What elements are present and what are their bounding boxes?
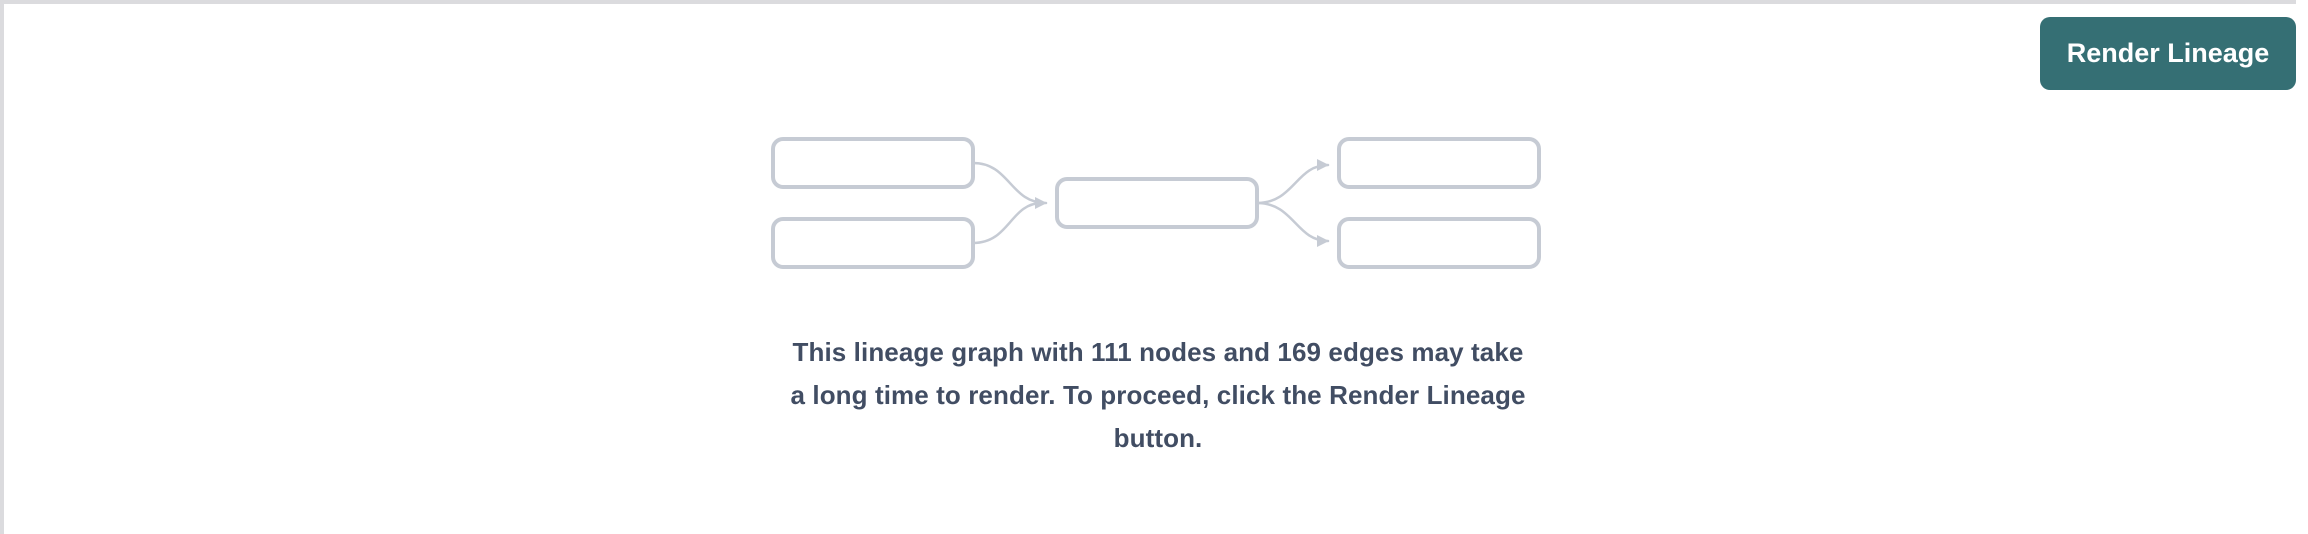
edge-downstream-bottom	[1255, 201, 1330, 247]
edge-downstream-top	[1255, 159, 1330, 205]
panel-left-border	[0, 0, 4, 534]
message-line-3: button.	[1113, 423, 1203, 453]
node-downstream-top	[1337, 137, 1541, 189]
panel-top-border	[0, 0, 2296, 4]
node-downstream-bottom	[1337, 217, 1541, 269]
message-line-1: This lineage graph with 111 nodes and 16…	[792, 337, 1524, 367]
render-lineage-button[interactable]: Render Lineage	[2040, 17, 2296, 90]
node-center	[1055, 177, 1259, 229]
edge-upstream-top	[971, 161, 1048, 209]
node-upstream-bottom	[771, 217, 975, 269]
edge-upstream-bottom	[971, 201, 1044, 245]
render-warning-message: This lineage graph with 111 nodes and 16…	[703, 331, 1613, 460]
lineage-placeholder-diagram	[771, 137, 1541, 269]
node-upstream-top	[771, 137, 975, 189]
message-line-2: a long time to render. To proceed, click…	[790, 380, 1526, 410]
